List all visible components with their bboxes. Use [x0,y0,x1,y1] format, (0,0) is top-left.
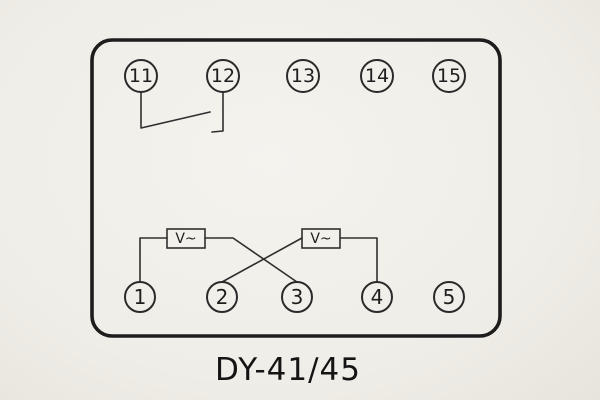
contact-lead-12 [211,91,224,133]
voltage-element-wiring: V~ V~ [139,228,378,283]
contact-switch-symbol [140,91,224,133]
terminal-15-circle [432,59,466,93]
wire-meter-left-to-terminal3 [204,237,298,283]
terminal-1-circle [124,281,156,313]
terminal-15-label: 15 [437,65,461,87]
terminal-row-bottom: 1 2 3 4 5 [124,281,465,313]
relay-case-outline [90,38,502,338]
terminal-row-top: 11 12 13 14 15 [124,59,466,93]
terminal-3-circle [281,281,313,313]
terminal-3-label: 3 [291,285,304,309]
diagram-caption: DY-41/45 [215,352,361,388]
terminal-5-circle [433,281,465,313]
terminal-13-circle [286,59,320,93]
terminal-12-label: 12 [211,65,235,87]
wire-terminal2-to-meter-right [221,237,303,283]
terminal-4-circle [361,281,393,313]
terminal-13-label: 13 [291,65,315,87]
terminal-5-label: 5 [443,285,456,309]
contact-blade [140,111,211,129]
terminal-4-label: 4 [371,285,384,309]
voltage-element-left-label: V~ [175,231,196,247]
wire-terminal1-to-meter-left [139,237,168,283]
voltage-element-right-label: V~ [310,231,331,247]
terminal-2-circle [206,281,238,313]
terminal-1-label: 1 [134,285,147,309]
terminal-14-circle [360,59,394,93]
terminal-14-label: 14 [365,65,389,87]
terminal-2-label: 2 [216,285,229,309]
terminal-11-label: 11 [129,65,153,87]
wire-meter-right-to-terminal4 [339,237,378,283]
